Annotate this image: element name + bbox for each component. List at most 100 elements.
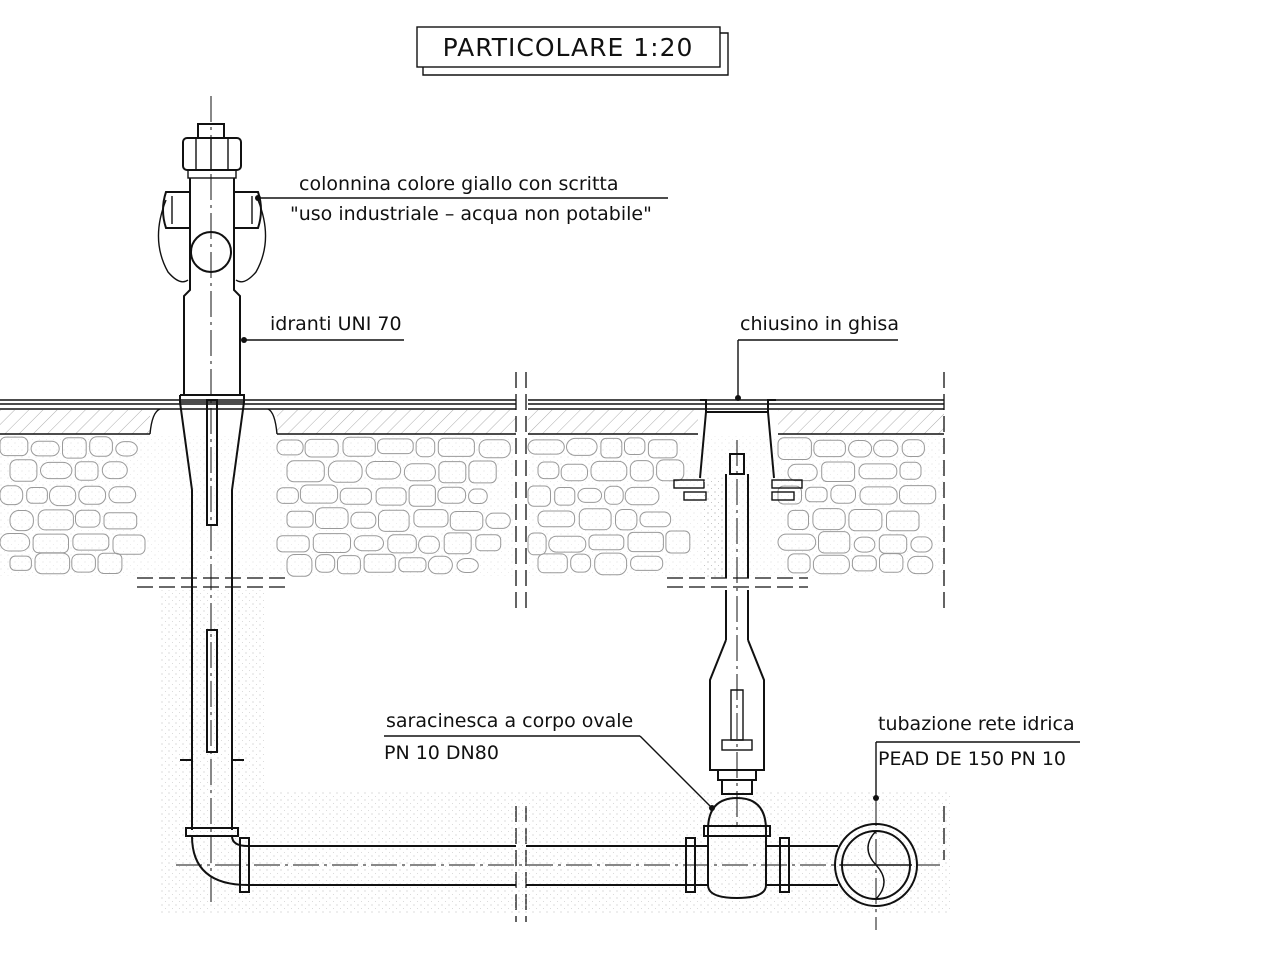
gravel-stone <box>656 459 685 482</box>
gravel-stone <box>818 531 851 554</box>
gravel-stone <box>647 439 678 459</box>
gravel-stone <box>879 553 904 573</box>
gravel-stone <box>415 437 436 458</box>
gravel-stone <box>315 554 336 573</box>
gravel-stone <box>853 536 876 553</box>
gravel-stone <box>566 437 598 456</box>
gravel-stone <box>830 484 857 504</box>
gravel-stone <box>342 436 376 457</box>
gravel-stone <box>62 437 87 459</box>
gravel-stone <box>40 461 73 480</box>
gravel-stone <box>9 510 34 532</box>
valve-label-line2: PN 10 DN80 <box>384 742 499 764</box>
gravel-stone <box>570 553 592 573</box>
gravel-stone <box>353 535 385 552</box>
gravel-stone <box>859 486 898 505</box>
gravel-stone <box>639 511 672 528</box>
gravel-stone <box>378 509 410 532</box>
gravel-stone <box>527 439 565 455</box>
gravel-stone <box>398 557 427 573</box>
gravel-stone <box>89 436 113 457</box>
gravel-stone <box>377 438 414 455</box>
gravel-stone <box>304 438 339 458</box>
gravel-stone <box>812 508 846 531</box>
gravel-stone <box>299 484 339 504</box>
pavement <box>0 399 944 435</box>
gravel-stone <box>578 508 612 531</box>
gravel-stone <box>901 439 925 458</box>
gravel-stone <box>408 484 436 507</box>
horizontal-pipe <box>176 837 940 893</box>
pipe-label-line2: PEAD DE 150 PN 10 <box>878 748 1066 770</box>
gravel-stone <box>75 509 101 528</box>
manhole-label: chiusino in ghisa <box>740 313 899 335</box>
gravel-stone <box>9 459 38 482</box>
gravel-stone <box>821 461 856 482</box>
gravel-stone <box>438 461 467 484</box>
gravel-stone <box>594 552 628 576</box>
gravel-stone <box>554 487 576 506</box>
gravel-stone <box>907 555 934 575</box>
gravel-stone <box>339 487 372 505</box>
gravel-stone <box>468 460 497 484</box>
gravel-stone <box>286 510 314 528</box>
gravel-stone <box>72 533 110 551</box>
leaders <box>241 195 1080 811</box>
gravel-stone <box>456 558 479 573</box>
gravel-stone <box>37 509 74 531</box>
gravel-stone <box>848 509 883 532</box>
gravel-stone <box>813 439 846 458</box>
gravel-stone <box>777 533 817 551</box>
gravel-stone <box>899 485 937 505</box>
gravel-stone <box>337 555 361 575</box>
pipe-label-line1: tubazione rete idrica <box>878 713 1075 735</box>
gravel-stone <box>286 460 325 483</box>
gravel-stone <box>71 553 96 573</box>
gravel-stone <box>624 486 660 506</box>
gravel-stone <box>848 440 873 458</box>
gravel-stone <box>548 535 587 553</box>
title-box: PARTICOLARE 1:20 <box>416 26 729 76</box>
gravel-stone <box>49 485 77 507</box>
gravel-stone <box>413 509 449 528</box>
gravel-stone <box>34 552 71 575</box>
gravel-stone <box>286 554 313 577</box>
hydrant-label: idranti UNI 70 <box>270 313 402 335</box>
gravel-layer <box>0 436 944 577</box>
gravel-stone <box>812 554 850 575</box>
gravel-stone <box>787 509 809 530</box>
hydrant-column <box>157 96 267 905</box>
gravel-stone <box>527 485 551 507</box>
gravel-stone <box>0 533 31 552</box>
gravel-stone <box>600 437 623 459</box>
gravel-stone <box>0 485 24 506</box>
gravel-stone <box>577 487 603 503</box>
gravel-stone <box>805 486 828 503</box>
gravel-stone <box>475 534 502 552</box>
gravel-stone <box>315 507 349 530</box>
gravel-stone <box>101 461 128 480</box>
gravel-stone <box>427 555 453 575</box>
gravel-stone <box>375 487 407 506</box>
gravel-stone <box>115 441 138 457</box>
gravel-stone <box>858 463 898 480</box>
gravel-stone <box>604 485 624 505</box>
gravel-stone <box>873 439 899 458</box>
gravel-stone <box>627 531 664 553</box>
gravel-stone <box>74 461 99 481</box>
sand-backfill <box>160 590 950 915</box>
gravel-stone <box>537 510 576 528</box>
gravel-stone <box>485 512 511 529</box>
gravel-stone <box>9 555 32 571</box>
gravel-stone <box>777 437 812 460</box>
gravel-stone <box>624 437 646 455</box>
main-pipe-section <box>834 800 918 930</box>
gravel-stone <box>437 437 475 457</box>
gravel-stone <box>276 439 304 456</box>
gravel-stone <box>365 461 402 480</box>
gate-valve <box>673 399 803 900</box>
gravel-stone <box>103 512 138 530</box>
gravel-stone <box>899 461 922 480</box>
gravel-stone <box>112 534 146 555</box>
